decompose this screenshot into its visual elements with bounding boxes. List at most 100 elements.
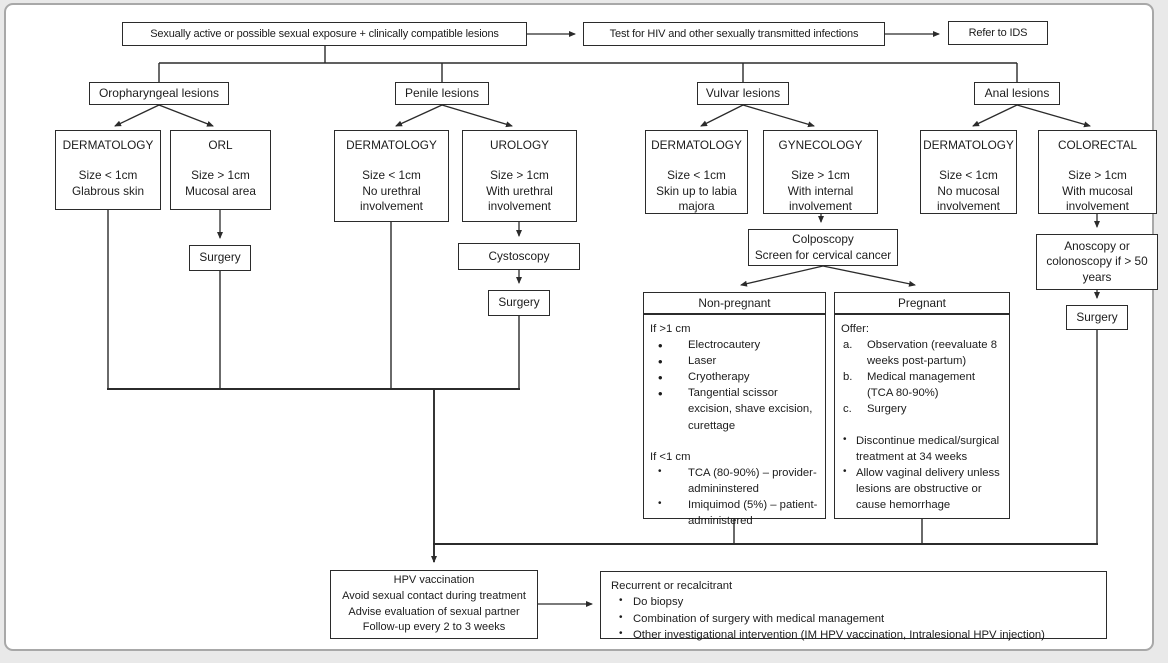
criteria-line: With internal involvement — [787, 183, 854, 213]
node-oropharyngeal-orl: ORL Size > 1cm Mucosal area — [170, 130, 271, 210]
node-anoscopy-line: years — [1082, 269, 1112, 284]
node-anal-colorectal: COLORECTAL Size > 1cm With mucosal invol… — [1038, 130, 1157, 214]
node-cystoscopy-label: Cystoscopy — [488, 248, 550, 263]
followup-line: Follow-up every 2 to 3 weeks — [362, 621, 506, 634]
criteria-line: Size < 1cm — [362, 168, 421, 183]
list-item: Imiquimod (5%) – patient-administered — [650, 497, 819, 529]
node-anoscopy: Anoscopy or colonoscopy if > 50 years — [1036, 234, 1158, 290]
list-heading: If <1 cm — [650, 450, 691, 463]
list-text: Surgery — [867, 403, 907, 416]
criteria-line: With urethral involvement — [486, 183, 553, 213]
node-vulvar-dermatology: DERMATOLOGY Size < 1cm Skin up to labia … — [645, 130, 748, 214]
list-item: Do biopsy — [611, 594, 1096, 610]
specialty-title: DERMATOLOGY — [346, 138, 437, 152]
branch-penile: Penile lesions — [395, 82, 489, 105]
branch-penile-label: Penile lesions — [404, 85, 480, 100]
list-text: Observation (reevaluate 8 weeks post-par… — [867, 339, 997, 368]
node-test-hiv-label: Test for HIV and other sexually transmit… — [609, 27, 859, 40]
criteria-line: Mucosal area — [185, 183, 256, 198]
branch-vulvar: Vulvar lesions — [697, 82, 789, 105]
criteria-line: With mucosal involvement — [1062, 183, 1133, 213]
followup-line: Advise evaluation of sexual partner — [348, 605, 520, 618]
list-marker: b. — [843, 371, 853, 384]
node-penile-dermatology: DERMATOLOGY Size < 1cm No urethral invol… — [334, 130, 449, 222]
specialty-title: DERMATOLOGY — [923, 138, 1014, 152]
node-pregnant: Pregnant Offer: a. Observation (reevaluat… — [834, 292, 1010, 519]
list-item: Other investigational intervention (IM H… — [611, 627, 1096, 643]
node-penile-surgery: Surgery — [488, 290, 550, 316]
branch-anal-label: Anal lesions — [984, 85, 1050, 100]
pregnancy-notes: Discontinue medical/surgical treatment a… — [841, 433, 1003, 513]
criteria-line: Skin up to labia majora — [656, 183, 737, 213]
criteria-line: Size < 1cm — [78, 168, 138, 183]
list-item: Discontinue medical/surgical treatment a… — [841, 433, 1003, 465]
node-test-hiv: Test for HIV and other sexually transmit… — [583, 22, 885, 46]
followup-line: HPV vaccination — [393, 573, 475, 586]
criteria-line: Size > 1cm — [490, 168, 549, 183]
node-recurrent: Recurrent or recalcitrant Do biopsy Comb… — [600, 571, 1107, 642]
list-text: Medical management (TCA 80-90%) — [867, 371, 976, 400]
list-heading: If >1 cm — [650, 323, 691, 336]
panel-header: Non-pregnant — [644, 293, 825, 316]
node-oropharyngeal-dermatology: DERMATOLOGY Size < 1cm Glabrous skin — [55, 130, 161, 210]
node-anoscopy-line: Anoscopy or — [1064, 239, 1130, 253]
list-marker: c. — [843, 403, 852, 416]
list-item: Cryotherapy — [650, 369, 819, 387]
recurrent-heading: Recurrent or recalcitrant — [611, 580, 733, 592]
node-vulvar-gynecology: GYNECOLOGY Size > 1cm With internal invo… — [763, 130, 878, 214]
node-refer-ids: Refer to IDS — [948, 21, 1048, 45]
criteria-line: Size < 1cm — [667, 168, 726, 183]
node-anal-surgery-label: Surgery — [1076, 309, 1118, 324]
criteria-line: Glabrous skin — [71, 183, 145, 198]
node-colposcopy-line: Screen for cervical cancer — [754, 247, 892, 262]
panel-header: Pregnant — [835, 293, 1009, 316]
list-item: Combination of surgery with medical mana… — [611, 611, 1096, 627]
list-item: Allow vaginal delivery unless lesions ar… — [841, 465, 1003, 513]
branch-oropharyngeal: Oropharyngeal lesions — [89, 82, 229, 105]
list-item: a. Observation (reevaluate 8 weeks post-p… — [841, 337, 1003, 369]
offer-options: a. Observation (reevaluate 8 weeks post-p… — [841, 337, 1003, 417]
list-item: TCA (80-90%) – provider-admininstered — [650, 465, 819, 497]
list-heading: Offer: — [841, 323, 870, 336]
criteria-line: No mucosal involvement — [937, 183, 1000, 213]
node-colposcopy-line: Colposcopy — [792, 232, 854, 247]
node-penile-urology: UROLOGY Size > 1cm With urethral involve… — [462, 130, 577, 222]
node-penile-surgery-label: Surgery — [498, 295, 540, 310]
criteria-line: Size > 1cm — [191, 168, 250, 183]
node-orl-surgery-label: Surgery — [199, 250, 241, 265]
specialty-title: DERMATOLOGY — [651, 138, 742, 152]
list-item: Laser — [650, 353, 819, 371]
node-non-pregnant: Non-pregnant If >1 cm Electrocautery Las… — [643, 292, 826, 527]
followup-line: Avoid sexual contact during treatment — [342, 589, 526, 602]
node-screening: Sexually active or possible sexual expos… — [122, 22, 527, 46]
list-item: c. Surgery — [841, 401, 1003, 417]
specialty-title: UROLOGY — [490, 138, 549, 152]
node-anal-surgery: Surgery — [1066, 305, 1128, 330]
node-refer-ids-label: Refer to IDS — [968, 26, 1028, 39]
small-lesion-options: TCA (80-90%) – provider-admininstered Im… — [650, 465, 819, 529]
node-anal-dermatology: DERMATOLOGY Size < 1cm No mucosal involv… — [920, 130, 1017, 214]
list-item: Electrocautery — [650, 337, 819, 355]
specialty-title: ORL — [208, 138, 233, 152]
branch-vulvar-label: Vulvar lesions — [705, 85, 781, 100]
node-orl-surgery: Surgery — [189, 245, 251, 271]
list-item: Tangential scissor excision, shave excis… — [650, 385, 819, 433]
large-lesion-options: Electrocautery Laser Cryotherapy Tangent… — [650, 337, 819, 433]
recurrent-options: Do biopsy Combination of surgery with me… — [611, 594, 1096, 643]
criteria-line: Size < 1cm — [939, 168, 998, 183]
specialty-title: GYNECOLOGY — [778, 138, 863, 152]
list-marker: a. — [843, 339, 853, 352]
list-item: b. Medical management (TCA 80-90%) — [841, 369, 1003, 401]
node-cystoscopy: Cystoscopy — [458, 243, 580, 270]
criteria-line: Size > 1cm — [791, 168, 850, 183]
branch-oropharyngeal-label: Oropharyngeal lesions — [98, 85, 220, 100]
branch-anal: Anal lesions — [974, 82, 1060, 105]
criteria-line: No urethral involvement — [360, 183, 423, 213]
criteria-line: Size > 1cm — [1068, 168, 1127, 183]
specialty-title: COLORECTAL — [1057, 138, 1138, 152]
specialty-title: DERMATOLOGY — [62, 138, 154, 152]
node-anoscopy-line: colonoscopy if > 50 — [1046, 254, 1148, 269]
node-followup: HPV vaccination Avoid sexual contact dur… — [330, 570, 538, 639]
node-colposcopy: Colposcopy Screen for cervical cancer — [748, 229, 898, 266]
